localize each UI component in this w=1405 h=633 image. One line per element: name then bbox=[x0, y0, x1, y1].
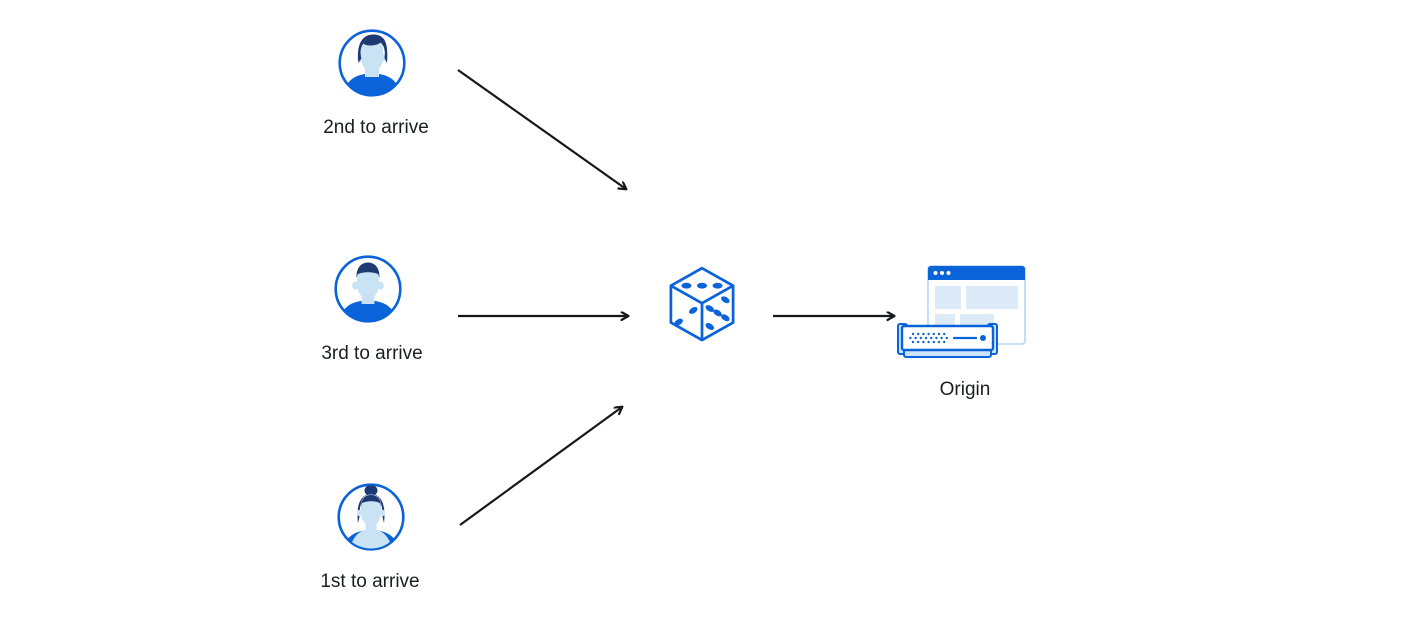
arrow-user-bottom-to-dice bbox=[459, 407, 622, 526]
origin-node bbox=[897, 264, 1027, 362]
server-icon bbox=[897, 323, 998, 358]
woman-bun-avatar-icon bbox=[337, 483, 405, 551]
actor-user-bottom-label: 1st to arrive bbox=[320, 571, 420, 592]
actor-user-middle bbox=[332, 253, 404, 325]
actor-user-top-label: 2nd to arrive bbox=[323, 117, 429, 138]
arrow-user-top-to-dice bbox=[457, 69, 626, 189]
origin-label: Origin bbox=[939, 379, 991, 400]
actor-user-middle-label: 3rd to arrive bbox=[321, 343, 423, 364]
man-swept-hair-avatar-icon bbox=[338, 29, 406, 97]
dice-icon bbox=[669, 266, 735, 342]
actor-user-top bbox=[336, 27, 408, 99]
dice-node bbox=[667, 265, 737, 353]
actor-user-bottom bbox=[335, 481, 407, 553]
man-short-hair-avatar-icon bbox=[334, 255, 402, 323]
origin-server-icon bbox=[897, 265, 1026, 358]
